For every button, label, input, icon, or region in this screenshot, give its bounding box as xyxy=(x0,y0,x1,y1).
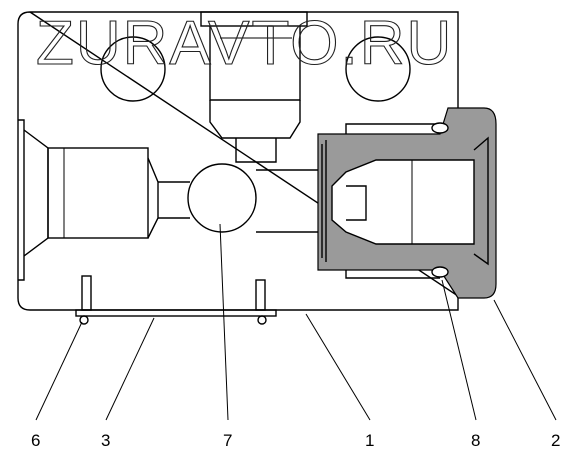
callout-2: 2 xyxy=(551,431,560,450)
check-ball xyxy=(187,163,257,233)
callout-1: 1 xyxy=(365,431,374,450)
leader-8 xyxy=(441,279,477,421)
seat-retainer xyxy=(317,107,497,299)
left-port-cavity xyxy=(23,129,159,257)
callout-8: 8 xyxy=(471,431,480,450)
leader-2 xyxy=(493,299,557,421)
upper-left-port xyxy=(100,36,166,102)
bottom-plate xyxy=(75,275,277,325)
valve-body xyxy=(17,11,459,311)
watermark-text: ZURAVTO.RU xyxy=(36,9,453,78)
callout-7: 7 xyxy=(223,431,232,450)
leader-6 xyxy=(35,321,83,421)
flow-passage xyxy=(158,169,320,233)
callout-6: 6 xyxy=(31,431,40,450)
leader-3 xyxy=(105,317,155,421)
leader-7 xyxy=(219,223,229,421)
leader-lines xyxy=(35,223,557,421)
o-ring-upper xyxy=(431,122,449,134)
callout-3: 3 xyxy=(101,431,110,450)
upper-right-port xyxy=(345,36,411,102)
top-stem xyxy=(200,11,308,163)
leader-1 xyxy=(305,313,371,421)
o-ring-lower xyxy=(431,266,449,278)
